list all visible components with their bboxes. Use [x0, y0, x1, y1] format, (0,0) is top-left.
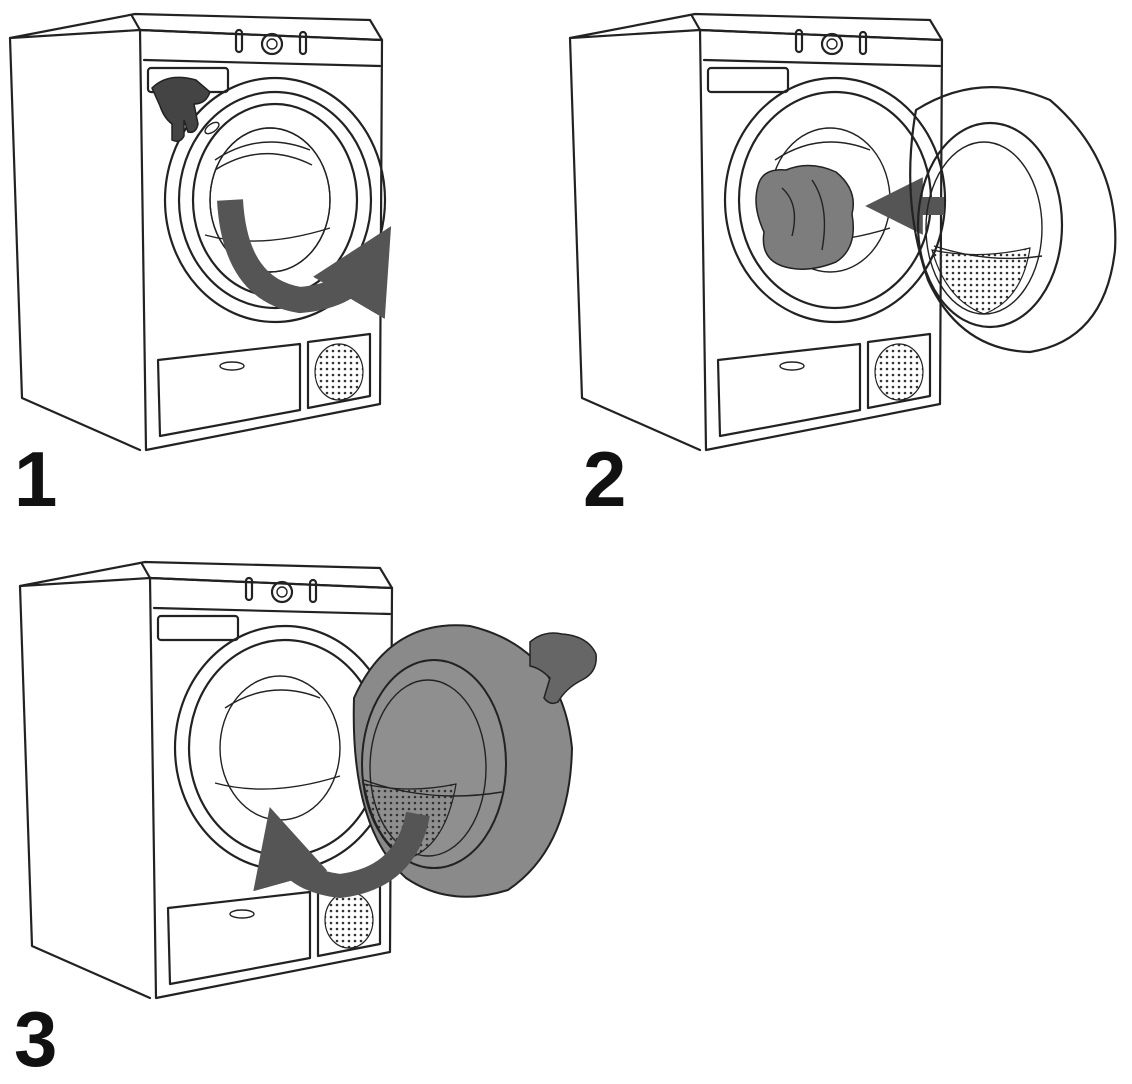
open-door [909, 86, 1117, 354]
laundry-icon [755, 164, 854, 270]
hand-icon [529, 632, 597, 705]
hand-icon [151, 76, 211, 143]
step-number-3: 3 [14, 995, 58, 1083]
dryer-1 [8, 12, 387, 452]
curved-arrow-icon [217, 199, 392, 319]
step-number-2: 2 [583, 435, 627, 523]
dryer-3 [18, 560, 397, 1000]
step-number-1: 1 [14, 435, 58, 523]
step-2-illustration [568, 12, 1117, 452]
step-1-illustration [8, 12, 392, 452]
step-3-illustration [18, 560, 597, 1000]
curved-arrow-icon [253, 807, 430, 899]
dryer-2 [568, 12, 947, 452]
